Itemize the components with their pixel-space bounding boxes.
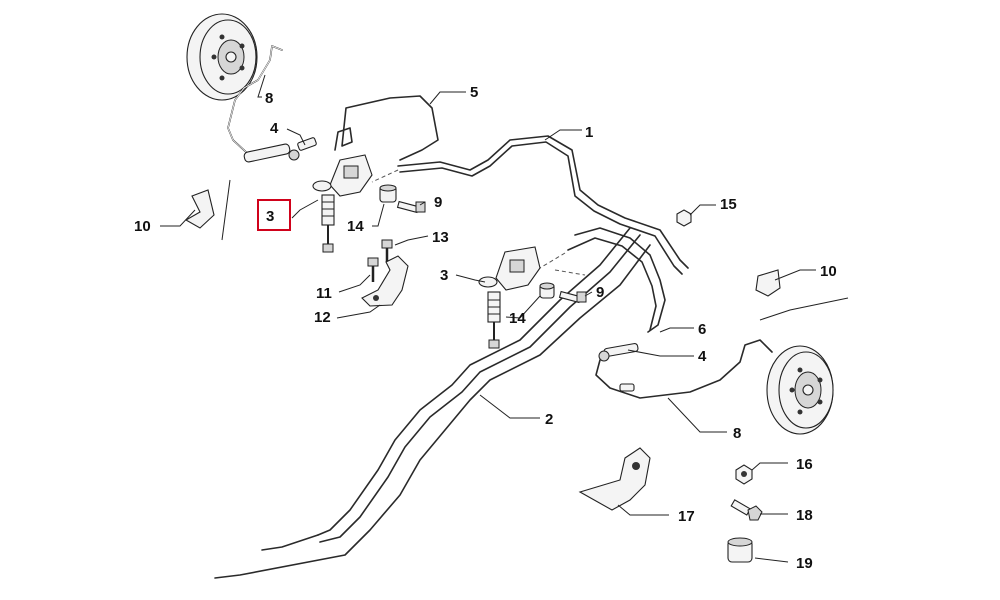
bolt-13 bbox=[381, 239, 393, 262]
callout-4-lower: 4 bbox=[698, 348, 707, 365]
callout-17: 17 bbox=[678, 508, 695, 525]
callout-8-upper: 8 bbox=[265, 90, 273, 107]
callout-3-upper: 3 bbox=[266, 208, 274, 225]
callout-12: 12 bbox=[314, 309, 331, 326]
bracket-12 bbox=[361, 255, 409, 307]
callout-10-left: 10 bbox=[134, 218, 151, 235]
callout-5: 5 bbox=[470, 84, 478, 101]
callout-8-lower: 8 bbox=[733, 425, 741, 442]
brake-pressure-regulator-upper bbox=[312, 154, 373, 253]
callout-3-lower: 3 bbox=[440, 267, 448, 284]
callout-11: 11 bbox=[316, 285, 332, 302]
callout-16: 16 bbox=[796, 456, 813, 473]
brake-pipe-1 bbox=[397, 135, 689, 275]
brake-drum-upper-left bbox=[186, 13, 258, 101]
nut-15 bbox=[676, 209, 692, 227]
nut-16 bbox=[735, 464, 753, 485]
clip-10-right bbox=[755, 269, 781, 297]
brake-pipe-8-lower bbox=[595, 339, 773, 399]
bushing-14-upper bbox=[379, 184, 397, 203]
brake-pipe-5 bbox=[334, 95, 439, 161]
callout-1: 1 bbox=[585, 124, 593, 141]
callout-13: 13 bbox=[432, 229, 449, 246]
clip-10-left bbox=[184, 189, 215, 229]
bolt-9-lower bbox=[558, 290, 587, 304]
brake-pipe-8-upper bbox=[227, 45, 283, 153]
callout-6: 6 bbox=[698, 321, 706, 338]
callout-18: 18 bbox=[796, 507, 813, 524]
bolt-18 bbox=[730, 499, 763, 521]
callout-15: 15 bbox=[720, 196, 737, 213]
brake-drum-lower-right bbox=[766, 345, 834, 435]
callout-14-upper: 14 bbox=[347, 218, 364, 235]
brake-pipe-2 bbox=[214, 227, 651, 579]
bolt-11 bbox=[367, 257, 379, 282]
flexible-hose-4-upper bbox=[243, 137, 317, 163]
brake-pipe-6 bbox=[567, 227, 666, 333]
callout-10-right: 10 bbox=[820, 263, 837, 280]
callout-19: 19 bbox=[796, 555, 813, 572]
bushing-19 bbox=[727, 537, 753, 563]
bracket-17 bbox=[578, 447, 651, 511]
callout-4-upper: 4 bbox=[270, 120, 279, 137]
callout-2: 2 bbox=[545, 411, 553, 428]
flexible-hose-4-lower bbox=[598, 343, 639, 392]
bolt-9-upper bbox=[396, 200, 426, 214]
leader-lines bbox=[160, 74, 849, 563]
callout-9-upper: 9 bbox=[434, 194, 442, 211]
brake-pressure-regulator-lower bbox=[478, 246, 541, 349]
callout-9-lower: 9 bbox=[596, 284, 604, 301]
bushing-14-lower bbox=[539, 282, 555, 299]
highlight-box bbox=[257, 199, 291, 231]
callout-14-lower: 14 bbox=[509, 310, 526, 327]
